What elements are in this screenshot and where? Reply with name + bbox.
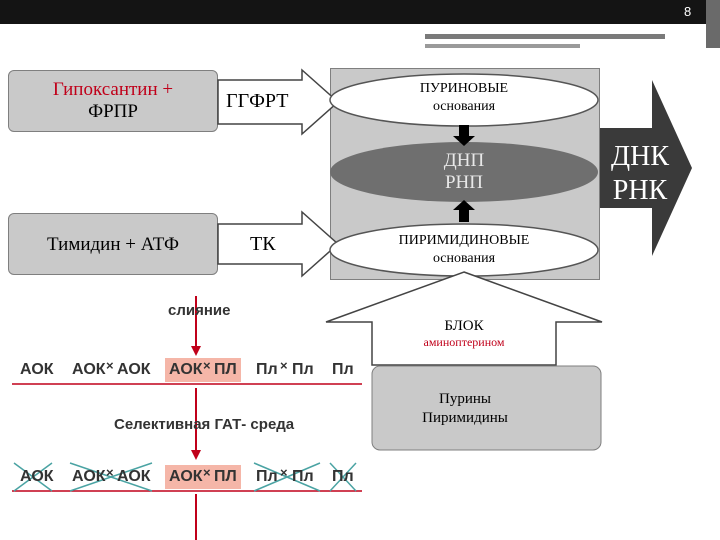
cell-aok: АОК bbox=[20, 468, 54, 485]
dnp-label: ДНП РНП bbox=[380, 150, 548, 194]
tk-label: ТК bbox=[250, 233, 276, 255]
dnp-line1: ДНП bbox=[443, 150, 485, 171]
dna-rna-arrow bbox=[600, 80, 692, 256]
hgprt-label: ГГФРТ bbox=[226, 90, 289, 112]
hybrid-highlight bbox=[165, 358, 241, 382]
page-number: 8 bbox=[684, 4, 692, 19]
crossout-marks bbox=[13, 462, 357, 492]
cross-sign: × bbox=[106, 358, 114, 373]
purines-text: Пурины bbox=[439, 391, 491, 407]
cross-sign: × bbox=[106, 465, 114, 480]
hybrid-highlight bbox=[165, 465, 241, 489]
cross-sign: × bbox=[203, 465, 211, 480]
hybrid-pl: ПЛ bbox=[214, 468, 237, 485]
purine-label: ПУРИНОВЫЕ основания bbox=[380, 80, 548, 116]
pyrimidines-text: Пиримидины bbox=[422, 410, 508, 426]
cell-aok: АОК bbox=[72, 468, 106, 485]
block-label: БЛОК аминоптерином bbox=[372, 318, 556, 350]
cell-pl: Пл bbox=[332, 361, 354, 378]
hgprt-arrow bbox=[217, 68, 340, 136]
thymidine-box: Тимидин + АТФ bbox=[8, 213, 218, 275]
medium-label: Селективная ГАТ- среда bbox=[114, 416, 295, 433]
cell-aok: АОК bbox=[20, 361, 54, 378]
hybrid-aok: АОК bbox=[169, 361, 203, 378]
cell-pl: Пл bbox=[256, 361, 278, 378]
hypoxanthine-line2: ФРПР bbox=[88, 101, 138, 122]
pyrimidine-line2: основания bbox=[432, 251, 496, 266]
hypoxanthine-line1: Гипоксантин + bbox=[52, 79, 174, 100]
cell-pl: Пл bbox=[256, 468, 278, 485]
cell-aok: АОК bbox=[117, 468, 151, 485]
rna-label: РНК bbox=[612, 175, 668, 206]
cross-sign: × bbox=[280, 465, 288, 480]
hybrid-pl: ПЛ bbox=[214, 361, 237, 378]
thymidine-text: Тимидин + АТФ bbox=[47, 234, 179, 255]
hybrid-aok: АОК bbox=[169, 468, 203, 485]
cell-pl: Пл bbox=[292, 468, 314, 485]
pyrimidine-line1: ПИРИМИДИНОВЫЕ bbox=[398, 233, 530, 248]
cell-aok: АОК bbox=[72, 361, 106, 378]
hypoxanthine-box: Гипоксантин + ФРПР bbox=[8, 70, 218, 132]
pyrimidine-label: ПИРИМИДИНОВЫЕ основания bbox=[370, 232, 558, 268]
up-arrow bbox=[453, 200, 475, 222]
down-arrow bbox=[453, 125, 475, 146]
scheme-arrowhead bbox=[191, 346, 201, 356]
cell-pl: Пл bbox=[332, 468, 354, 485]
header-edge bbox=[706, 0, 720, 48]
lower-panel bbox=[371, 365, 602, 451]
purine-line2: основания bbox=[432, 99, 496, 114]
decor-line bbox=[425, 34, 665, 39]
block-arrow bbox=[325, 271, 603, 366]
nucleobases-label: Пурины Пиримидины bbox=[372, 390, 558, 428]
fusion-label: слияние bbox=[168, 302, 231, 319]
purine-line1: ПУРИНОВЫЕ bbox=[419, 81, 509, 96]
decor-line bbox=[425, 44, 580, 48]
dnp-ellipse bbox=[330, 142, 598, 202]
dnp-line2: РНП bbox=[444, 172, 483, 193]
cross-sign: × bbox=[280, 358, 288, 373]
cell-pl: Пл bbox=[292, 361, 314, 378]
cell-aok: АОК bbox=[117, 361, 151, 378]
block-subtitle: аминоптерином bbox=[423, 335, 505, 349]
tk-arrow bbox=[217, 210, 340, 278]
scheme-arrowhead bbox=[191, 450, 201, 460]
cross-sign: × bbox=[203, 358, 211, 373]
dna-rna-label: ДНК РНК bbox=[600, 140, 680, 208]
dna-label: ДНК bbox=[611, 141, 669, 172]
block-title: БЛОК bbox=[444, 318, 484, 334]
header-bar bbox=[0, 0, 706, 24]
